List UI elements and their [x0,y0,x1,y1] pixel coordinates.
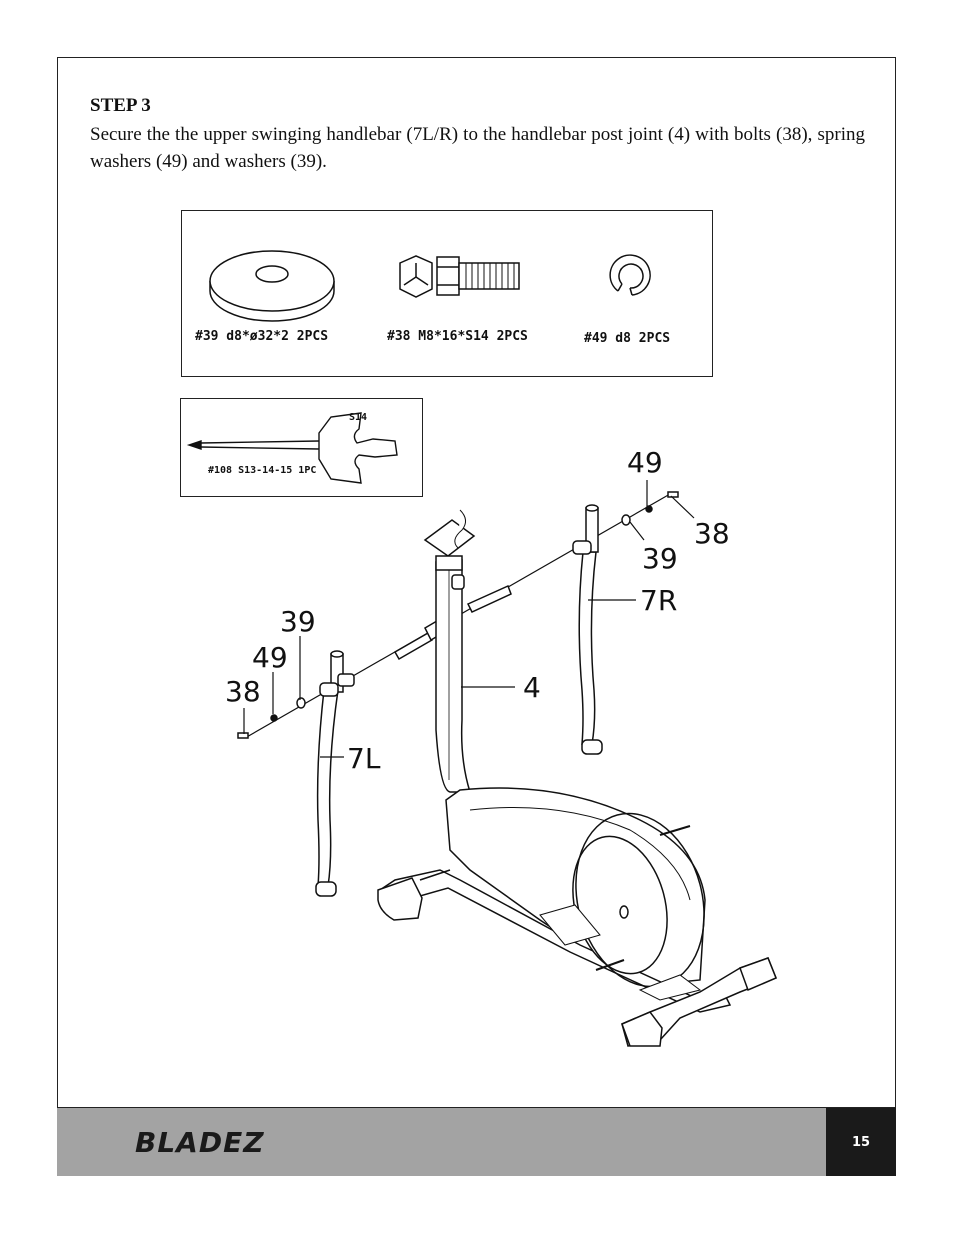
callout-39-right: 39 [642,542,678,575]
tool-label: #108 S13-14-15 1PC [208,465,317,476]
callout-39-left: 39 [280,605,316,638]
washer-icon [209,250,335,322]
handlebar-post [423,509,476,793]
tool-size-mark: S14 [349,412,368,423]
callout-7l: 7L [347,742,381,775]
callout-38-left: 38 [225,675,261,708]
callout-4: 4 [523,671,541,704]
parts-illustration [209,250,651,322]
wrench-illustration [186,412,398,484]
brand-logo: BLADEZ [135,1126,265,1159]
handlebar-7l [315,650,355,897]
handlebar-7r [572,504,603,755]
elliptical-base [377,787,777,1047]
callout-49-left: 49 [252,641,288,674]
leader-lines [243,480,695,758]
fasteners-right [621,491,679,526]
assembly-diagram: 49 38 39 7R 4 39 49 38 7L [225,446,777,1047]
callout-49-right: 49 [627,446,663,479]
parts-box: #39 d8*ø32*2 2PCS #38 M8*16*S14 2PCS #49… [181,210,713,377]
spring-washer-icon [609,254,651,296]
part-label-49: #49 d8 2PCS [584,331,671,346]
step-instructions: Secure the the upper swinging handlebar … [90,124,865,172]
part-label-38: #38 M8*16*S14 2PCS [387,329,528,344]
callout-38-right: 38 [694,517,730,550]
page-footer: BLADEZ 15 [57,1107,896,1176]
part-label-39: #39 d8*ø32*2 2PCS [195,329,329,344]
bolt-icon [399,255,520,298]
callout-7r: 7R [640,584,677,617]
fasteners-left [237,697,306,739]
wrench-icon [186,412,398,484]
page-number: 15 [826,1108,896,1176]
step-title: STEP 3 [90,95,151,116]
tool-box: S14 #108 S13-14-15 1PC [180,398,423,497]
